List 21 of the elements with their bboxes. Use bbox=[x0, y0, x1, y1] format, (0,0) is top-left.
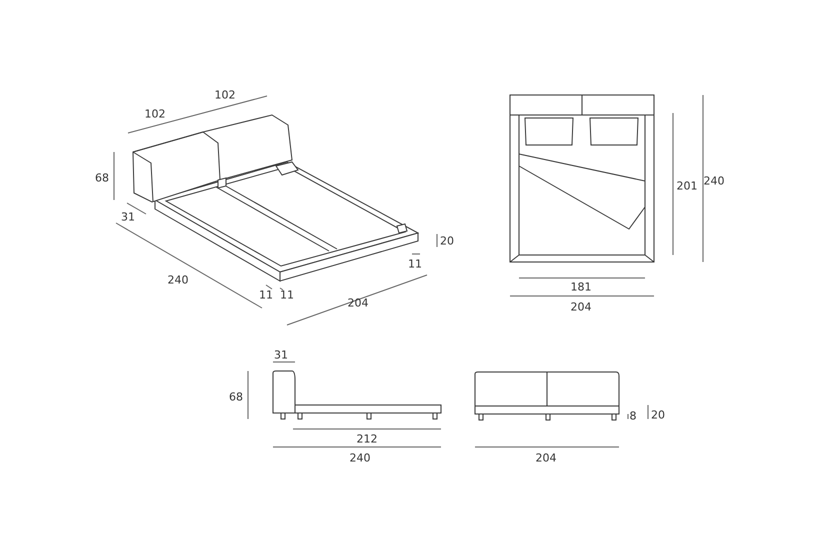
dimension-label: 201 bbox=[676, 180, 698, 192]
dimension-label: 102 bbox=[214, 90, 236, 100]
dimension-label: 240 bbox=[168, 274, 188, 286]
dimension-label: 181 bbox=[570, 282, 592, 292]
dimension-label: 102 bbox=[144, 108, 166, 120]
dimension-label: 8 bbox=[630, 410, 636, 422]
dimension-label: 11 bbox=[259, 290, 273, 300]
dimension-label: 20 bbox=[651, 410, 665, 420]
dimension-label: 68 bbox=[95, 172, 109, 184]
dimension-label: 240 bbox=[704, 176, 724, 186]
dimension-label: 204 bbox=[536, 452, 556, 464]
dimension-label: 240 bbox=[350, 452, 370, 464]
dimension-label: 204 bbox=[570, 302, 592, 312]
dimension-label: 68 bbox=[229, 392, 243, 402]
dimension-label: 11 bbox=[280, 290, 294, 300]
dimension-label: 204 bbox=[348, 298, 368, 308]
dimension-label: 31 bbox=[274, 350, 288, 360]
dimension-label: 212 bbox=[356, 434, 378, 444]
dimension-label: 20 bbox=[440, 236, 454, 246]
dimension-label: 31 bbox=[121, 212, 135, 222]
dimension-label: 11 bbox=[408, 258, 422, 270]
